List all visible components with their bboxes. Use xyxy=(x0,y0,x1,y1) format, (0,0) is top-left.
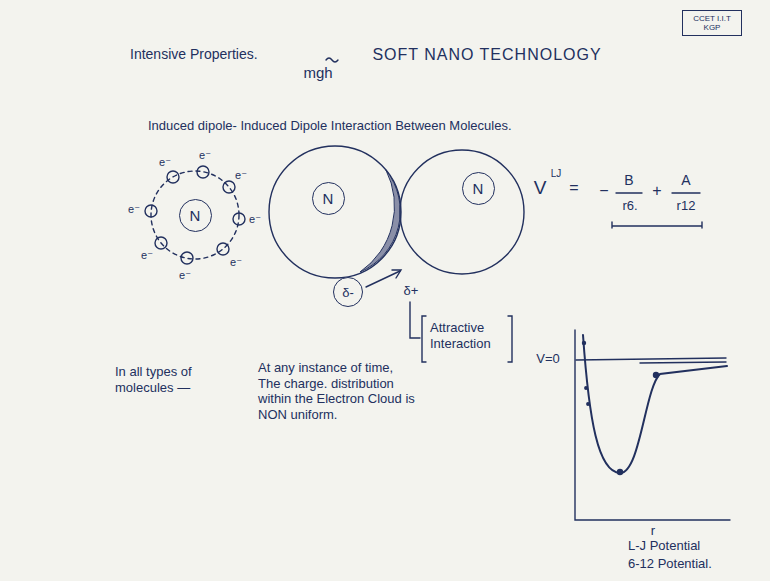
nucleus-circle: N xyxy=(312,182,345,215)
fraction-bar xyxy=(616,192,642,193)
curve-dot xyxy=(587,403,589,405)
lj-curve xyxy=(583,335,727,473)
charge-label: δ+ xyxy=(404,283,419,299)
caption-note: 6-12 Potential. xyxy=(628,556,712,572)
note-text: At any instance of time, The charge. dis… xyxy=(258,360,418,422)
electron-label: e⁻ xyxy=(230,256,242,269)
electron-dot xyxy=(181,252,193,264)
equation-symbol: − xyxy=(599,181,608,200)
equation-symbol: A xyxy=(681,172,690,189)
axis-label: V=0 xyxy=(536,351,560,367)
electron-dot xyxy=(197,166,209,178)
charge-circle: δ- xyxy=(333,277,363,307)
electron-label: e⁻ xyxy=(249,213,261,226)
equation-superscript: LJ xyxy=(551,168,562,180)
nucleus-circle: N xyxy=(462,172,495,205)
equation-symbol: r12 xyxy=(677,198,696,214)
logo-box: CCET I.I.T KGP xyxy=(682,10,742,36)
node-text: δ- xyxy=(342,285,354,300)
electron-label: e⁻ xyxy=(128,203,140,216)
electron-orbit xyxy=(151,171,239,259)
axis-label: r xyxy=(651,523,655,539)
electron-dot xyxy=(217,243,229,255)
equation-symbol: = xyxy=(569,178,578,197)
tilde-mark xyxy=(326,58,338,62)
electron-label: e⁻ xyxy=(235,169,247,182)
electron-dot xyxy=(223,181,235,193)
node-text: N xyxy=(323,190,334,207)
curve-dot xyxy=(654,373,659,378)
electron-cloud xyxy=(269,146,401,278)
underline-bracket xyxy=(612,222,702,228)
electron-label: e⁻ xyxy=(159,156,171,169)
bracket xyxy=(508,316,512,362)
electron-dot xyxy=(145,205,157,217)
curve-dot xyxy=(583,342,586,345)
equation-symbol: V xyxy=(534,177,547,200)
equation-symbol: r6. xyxy=(622,198,637,214)
section-note: Intensive Properties. xyxy=(130,46,258,63)
caption-note: L-J Potential xyxy=(628,538,700,554)
page-title: SOFT NANO TECHNOLOGY xyxy=(372,45,601,64)
charge-shading xyxy=(360,170,400,272)
note-text: In all types of molecules — xyxy=(115,364,230,395)
arrow-head xyxy=(392,270,401,278)
leader-line xyxy=(410,302,420,338)
electron-dot xyxy=(233,213,245,225)
electron-label: e⁻ xyxy=(141,249,153,262)
axes xyxy=(575,330,730,520)
electron-label: e⁻ xyxy=(179,269,191,282)
topic-heading: Induced dipole- Induced Dipole Interacti… xyxy=(148,118,512,134)
node-text: N xyxy=(190,207,201,224)
fraction-bar xyxy=(672,192,700,193)
node-text: N xyxy=(473,180,484,197)
electron-cloud xyxy=(400,150,524,274)
electron-dot xyxy=(155,237,167,249)
minimum-dot xyxy=(618,470,623,475)
equation-symbol: B xyxy=(624,172,633,189)
formula-note: mgh xyxy=(303,64,332,82)
attraction-arrow xyxy=(366,271,400,287)
bracket-note: Attractive Interaction xyxy=(430,320,508,351)
nucleus-circle: N xyxy=(179,199,212,232)
curve-dot xyxy=(585,387,587,389)
node-text: CCET I.I.T KGP xyxy=(686,14,738,32)
bracket xyxy=(422,316,426,362)
electron-dot xyxy=(167,171,179,183)
electron-label: e⁻ xyxy=(199,149,211,162)
equation-symbol: + xyxy=(652,181,661,200)
zero-line xyxy=(576,358,726,363)
